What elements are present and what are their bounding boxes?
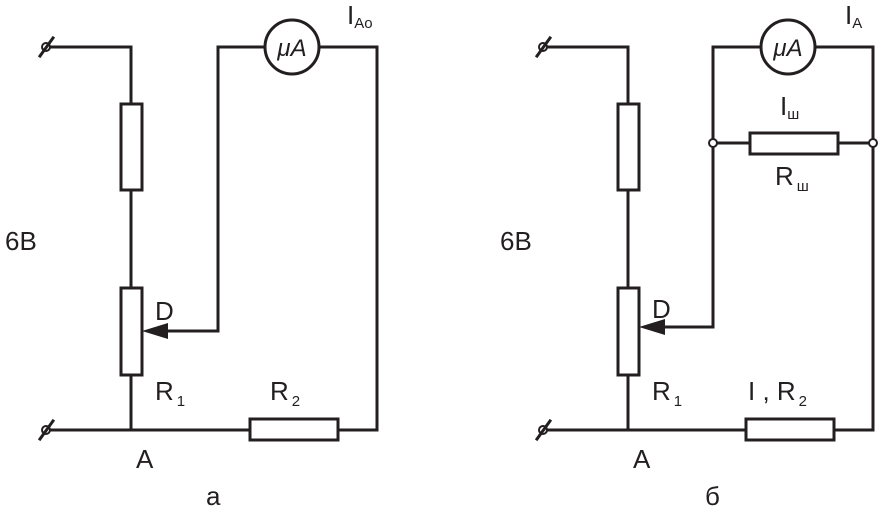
wire-a-slider: [166, 45, 267, 333]
wire-b-top-left: [541, 45, 630, 106]
resistor-r1-a: [119, 286, 144, 377]
caption-a: а: [206, 481, 221, 511]
wire-b-slider: [663, 45, 763, 329]
slider-arrow-a: [142, 323, 168, 339]
voltage-label-b: 6B: [500, 226, 532, 256]
wire-a-right: [317, 45, 379, 432]
shunt-current-label-b: Iш: [780, 91, 799, 123]
resistor-a-top: [119, 102, 144, 192]
wire-a-top-left: [44, 45, 133, 106]
current-label-b: IA: [845, 0, 862, 32]
node-b-shunt-left: [708, 138, 718, 148]
wire-b-right: [813, 45, 875, 432]
resistor-r1-b: [616, 286, 641, 377]
resistor-r2-a: [248, 417, 340, 442]
voltage-label-a: 6B: [5, 226, 37, 256]
node-b-shunt-right: [868, 138, 878, 148]
resistor-shunt-b: [748, 131, 840, 156]
meter-label-a: μA: [276, 35, 306, 62]
slider-label-a: D: [155, 296, 174, 326]
slider-label-b: D: [652, 294, 671, 324]
resistor-r2-b: [744, 417, 836, 442]
meter-label-b: μA: [772, 35, 802, 62]
node-label-a: A: [136, 444, 154, 474]
microammeter-a: [263, 18, 321, 76]
current-label-a: IAo: [347, 0, 373, 32]
resistor-b-top: [616, 102, 641, 192]
node-label-b: A: [633, 444, 651, 474]
slider-arrow-b: [639, 319, 665, 335]
microammeter-b: [759, 18, 817, 76]
caption-b: б: [705, 481, 720, 511]
